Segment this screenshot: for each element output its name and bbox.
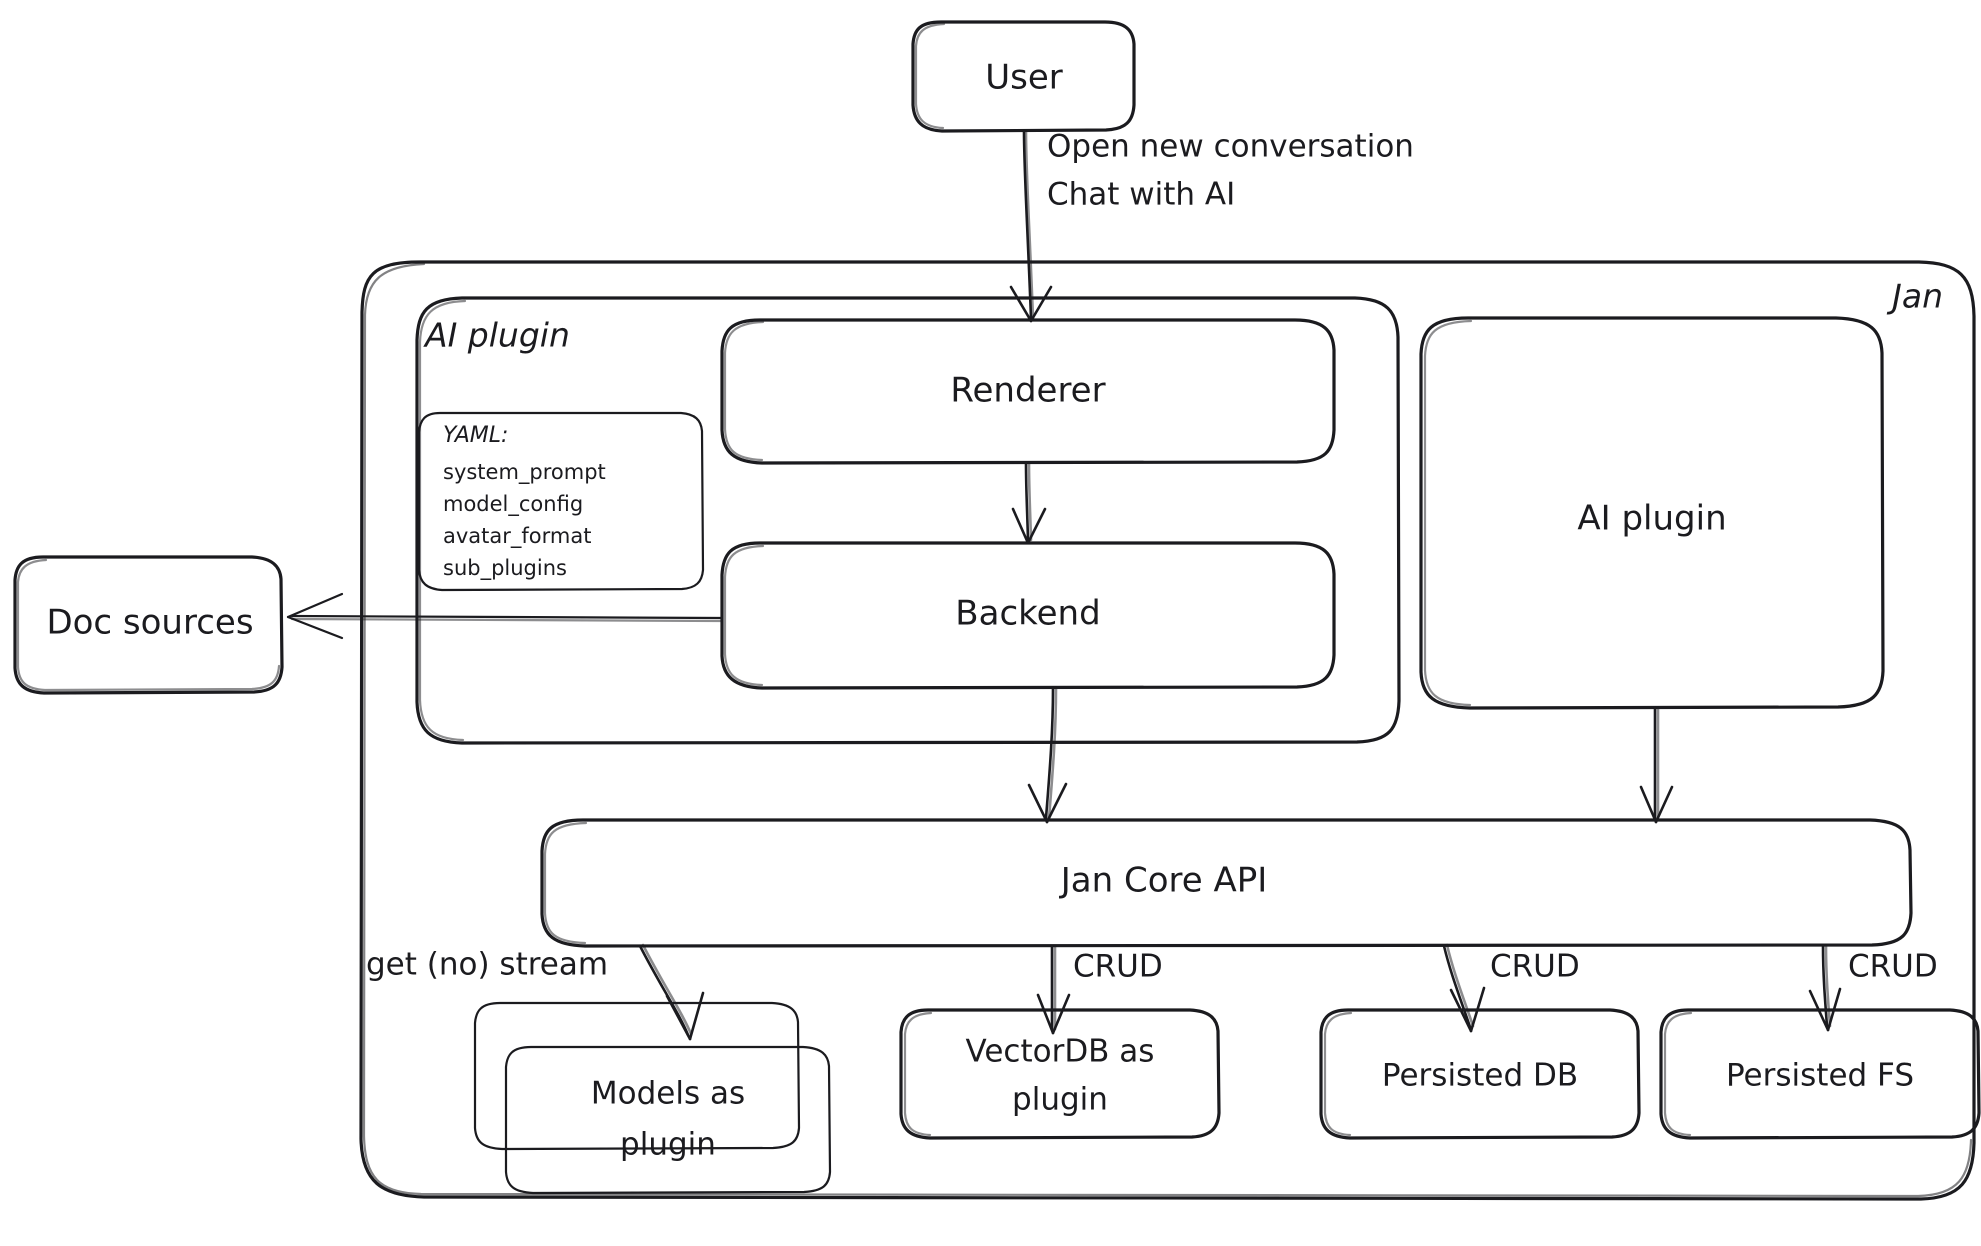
node-doc-sources-label: Doc sources <box>46 603 253 643</box>
card-yaml-key-1: model_config <box>443 492 583 517</box>
edge-core-to-persisted-db-label: CRUD <box>1490 949 1580 985</box>
card-yaml[interactable]: YAML: system_prompt model_config avatar_… <box>417 411 705 592</box>
node-backend[interactable]: Backend <box>720 541 1336 690</box>
node-jan-core-api-label: Jan Core API <box>1059 861 1268 901</box>
edge-core-to-persisted-db: CRUD <box>1442 943 1580 1033</box>
node-models-plugin-label-line2: plugin <box>620 1127 716 1163</box>
node-backend-label: Backend <box>955 594 1100 634</box>
node-persisted-fs[interactable]: Persisted FS <box>1659 1008 1981 1140</box>
node-persisted-fs-label: Persisted FS <box>1726 1058 1914 1094</box>
container-jan-label: Jan <box>1886 277 1943 316</box>
node-ai-plugin-right[interactable]: AI plugin <box>1419 316 1885 710</box>
node-ai-plugin-right-label: AI plugin <box>1577 499 1726 539</box>
node-doc-sources[interactable]: Doc sources <box>13 555 284 695</box>
container-ai-plugin-group-label: AI plugin <box>423 316 570 355</box>
card-yaml-key-3: sub_plugins <box>443 556 567 581</box>
edge-core-to-persisted-fs: CRUD <box>1808 944 1938 1032</box>
node-persisted-db-label: Persisted DB <box>1382 1058 1578 1094</box>
edge-core-to-persisted-fs-label: CRUD <box>1848 949 1938 985</box>
edge-backend-to-doc-sources <box>286 592 724 640</box>
node-user[interactable]: User <box>911 20 1136 133</box>
container-ai-plugin-group[interactable]: AI plugin <box>415 296 1401 745</box>
edge-user-to-renderer-label-line2: Chat with AI <box>1047 177 1235 213</box>
node-jan-core-api[interactable]: Jan Core API <box>540 818 1913 948</box>
edge-core-to-vectordb-label: CRUD <box>1073 949 1163 985</box>
node-vectordb-plugin-label-line1: VectorDB as <box>966 1034 1155 1070</box>
edge-core-to-models-label: get (no) stream <box>366 947 608 983</box>
edge-user-to-renderer: Open new conversation Chat with AI <box>1009 129 1414 323</box>
container-jan[interactable]: Jan <box>359 260 1976 1201</box>
edge-user-to-renderer-label-line1: Open new conversation <box>1047 129 1414 165</box>
edge-core-to-models: get (no) stream <box>366 943 705 1041</box>
node-user-label: User <box>985 58 1063 98</box>
node-models-plugin-label-line1: Models as <box>591 1076 745 1112</box>
edge-renderer-to-backend <box>1011 461 1047 545</box>
node-vectordb-plugin-label-line2: plugin <box>1012 1082 1108 1118</box>
node-vectordb-plugin[interactable]: VectorDB as plugin <box>899 1008 1221 1140</box>
edge-core-to-vectordb: CRUD <box>1036 944 1163 1035</box>
node-renderer-label: Renderer <box>950 371 1105 411</box>
node-models-plugin[interactable]: Models as plugin <box>473 1001 832 1195</box>
card-yaml-key-2: avatar_format <box>443 524 591 549</box>
edge-ai-plugin-to-core <box>1639 706 1674 824</box>
edge-backend-to-core <box>1027 686 1068 824</box>
node-renderer[interactable]: Renderer <box>720 318 1336 465</box>
node-persisted-db[interactable]: Persisted DB <box>1319 1008 1641 1140</box>
card-yaml-key-0: system_prompt <box>443 460 606 485</box>
card-yaml-heading: YAML: <box>443 423 508 448</box>
